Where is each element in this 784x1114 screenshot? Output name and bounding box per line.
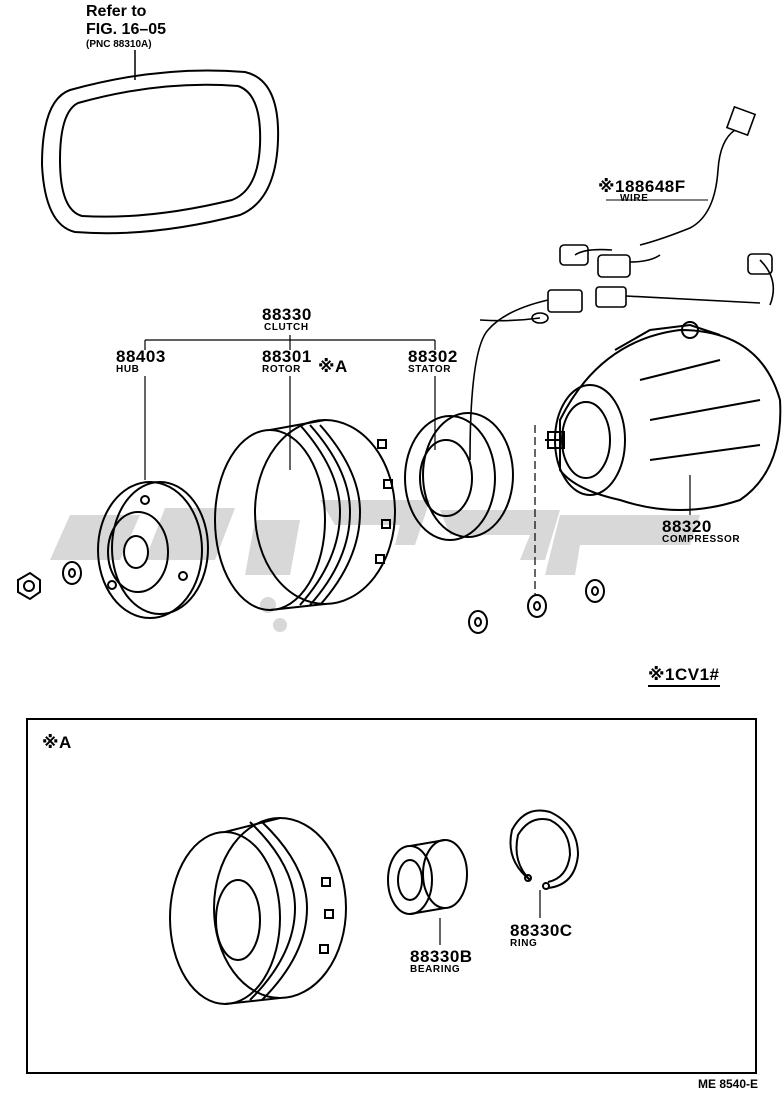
- detail-leader-lines: [439, 890, 541, 945]
- clutch-part-number: 88330: [262, 305, 312, 324]
- wire-harness: [469, 105, 775, 461]
- fasteners: [17, 561, 605, 634]
- ring-part-number: 88330C: [510, 921, 573, 940]
- detail-bearing-part: [387, 839, 468, 915]
- belt-ref-figure: FIG. 16–05: [86, 21, 167, 38]
- hub-part-name: HUB: [116, 364, 140, 375]
- detail-a-title: ※A: [42, 733, 72, 752]
- bearing-part-number: 88330B: [410, 947, 473, 966]
- compressor-part-number: 88320: [662, 517, 712, 536]
- wire-part-name: WIRE: [620, 193, 649, 204]
- rotor-part-name: ROTOR: [262, 364, 301, 375]
- figure-code: ME 8540-E: [698, 1077, 759, 1091]
- watermark-logo: [50, 500, 700, 632]
- variant-note: ※1CV1#: [648, 666, 720, 687]
- ring-part-name: RING: [510, 938, 538, 949]
- hub-part-number: 88403: [116, 347, 166, 366]
- wire-part-number: ※188648F: [598, 177, 686, 196]
- belt-ref-line1: Refer to: [86, 3, 147, 20]
- clutch-bracket-lines: [144, 335, 691, 515]
- stator-part: [404, 412, 514, 541]
- rotor-pulley-part: [214, 419, 396, 611]
- detail-ring-part: [509, 809, 580, 890]
- compressor-part-name: COMPRESSOR: [662, 534, 741, 545]
- stator-part-name: STATOR: [408, 364, 452, 375]
- belt-ref-pnc: (PNC 88310A): [86, 39, 152, 50]
- detail-rotor-part: [169, 817, 347, 1005]
- compressor-part: [545, 321, 782, 511]
- hub-part: [97, 481, 209, 619]
- drive-belt: [40, 69, 280, 235]
- clutch-part-name: CLUTCH: [264, 322, 309, 333]
- stator-part-number: 88302: [408, 347, 458, 366]
- detail-a-box: [26, 718, 757, 1074]
- rotor-part-number: 88301: [262, 347, 312, 366]
- bearing-part-name: BEARING: [410, 964, 461, 975]
- rotor-detail-ref: ※A: [318, 357, 348, 376]
